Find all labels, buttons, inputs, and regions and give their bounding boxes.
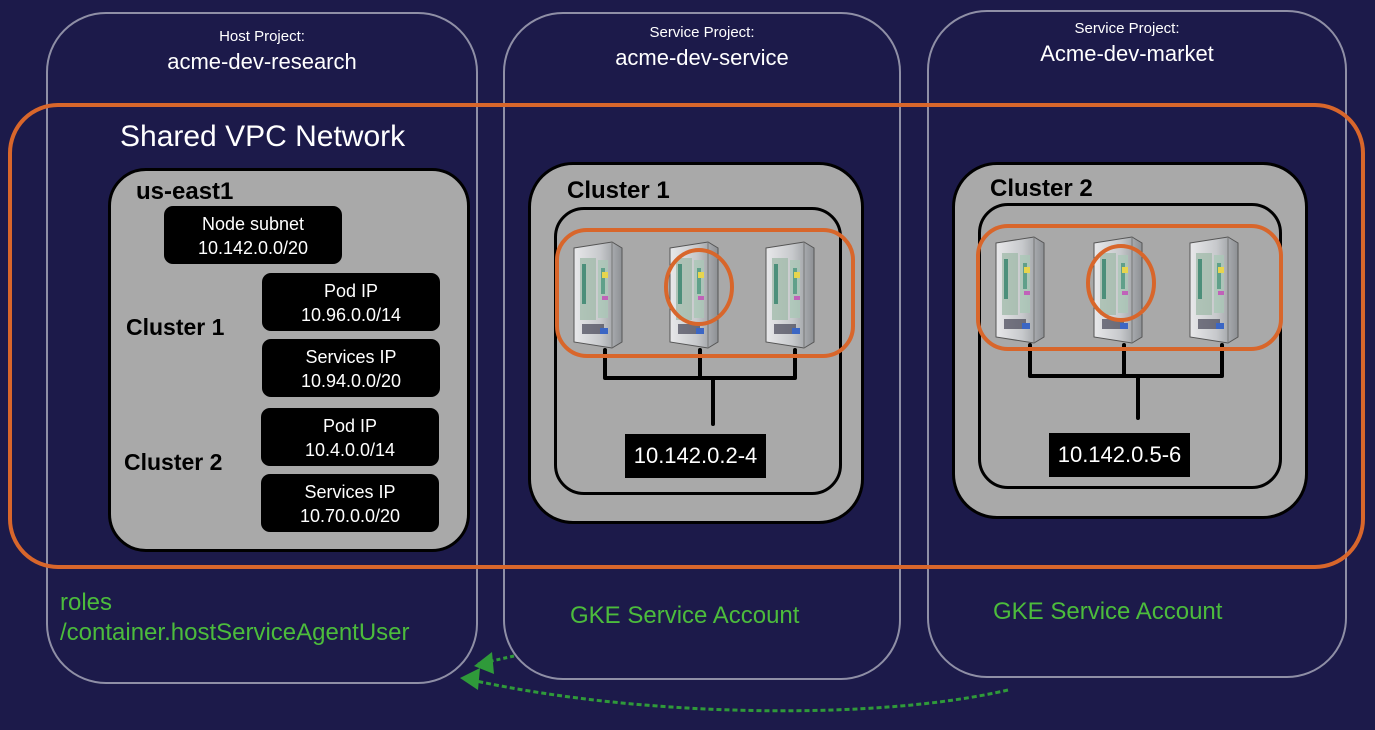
arrow-head-icon bbox=[474, 652, 494, 674]
gke-cluster-2-network-box bbox=[978, 203, 1282, 489]
shared-vpc-title: Shared VPC Network bbox=[120, 120, 406, 153]
service-project-container-1 bbox=[503, 12, 901, 680]
pod-ip-cidr: 10.4.0.0/14 bbox=[304, 440, 396, 460]
service-project-label-1: Service Project: acme-dev-service bbox=[615, 24, 789, 70]
node-subnet-cidr: 10.142.0.0/20 bbox=[197, 238, 309, 258]
node-subnet-label: Node subnet bbox=[201, 214, 305, 234]
node-pool-highlight bbox=[976, 224, 1283, 351]
service-project-container-2 bbox=[927, 10, 1347, 678]
region-cluster-1-label: Cluster 1 bbox=[126, 314, 225, 340]
arrow-head-icon bbox=[460, 668, 480, 690]
gke-service-account-label-1: GKE Service Account bbox=[570, 602, 800, 629]
cluster-1-services-ip-block: Services IP 10.94.0.0/20 bbox=[262, 339, 440, 397]
services-ip-cidr: 10.94.0.0/20 bbox=[300, 371, 402, 391]
gke-cluster-2-title: Cluster 2 bbox=[990, 175, 1093, 202]
pod-highlight bbox=[1086, 244, 1156, 322]
server-node-icon bbox=[1189, 236, 1239, 344]
cluster-2-pod-ip-block: Pod IP 10.4.0.0/14 bbox=[261, 408, 439, 466]
gke-cluster-1-node-ips: 10.142.0.2-4 bbox=[625, 434, 766, 478]
gke-cluster-2-node-ips: 10.142.0.5-6 bbox=[1049, 433, 1190, 477]
server-node-icon bbox=[995, 236, 1045, 344]
network-wiring bbox=[603, 343, 1224, 426]
region-title: us-east1 bbox=[136, 178, 234, 205]
pod-ip-label: Pod IP bbox=[322, 416, 378, 436]
service-project-label-2: Service Project: Acme-dev-market bbox=[1040, 20, 1214, 66]
cluster-2-services-ip-block: Services IP 10.70.0.0/20 bbox=[261, 474, 439, 532]
pod-highlight bbox=[664, 248, 734, 326]
shared-vpc-boundary bbox=[8, 103, 1365, 569]
arrow-icon bbox=[475, 654, 1009, 713]
gke-cluster-1-title: Cluster 1 bbox=[567, 177, 670, 204]
pod-ip-cidr: 10.96.0.0/14 bbox=[300, 305, 402, 325]
server-node-icon bbox=[573, 241, 623, 349]
services-ip-label: Services IP bbox=[304, 482, 396, 502]
services-ip-cidr: 10.70.0.0/20 bbox=[299, 506, 401, 526]
services-ip-label: Services IP bbox=[305, 347, 397, 367]
server-node-icon bbox=[765, 241, 815, 349]
node-subnet-block: Node subnet 10.142.0.0/20 bbox=[164, 206, 342, 264]
host-project-container bbox=[46, 12, 478, 684]
host-project-label: Host Project: acme-dev-research bbox=[167, 28, 357, 74]
cluster-1-pod-ip-block: Pod IP 10.96.0.0/14 bbox=[262, 273, 440, 331]
gke-service-account-label-2: GKE Service Account bbox=[993, 598, 1223, 625]
region-cluster-2-label: Cluster 2 bbox=[124, 449, 223, 475]
node-pool-highlight bbox=[555, 228, 855, 358]
roles-label: roles /container.hostServiceAgentUser bbox=[60, 589, 410, 646]
pod-ip-label: Pod IP bbox=[323, 281, 379, 301]
